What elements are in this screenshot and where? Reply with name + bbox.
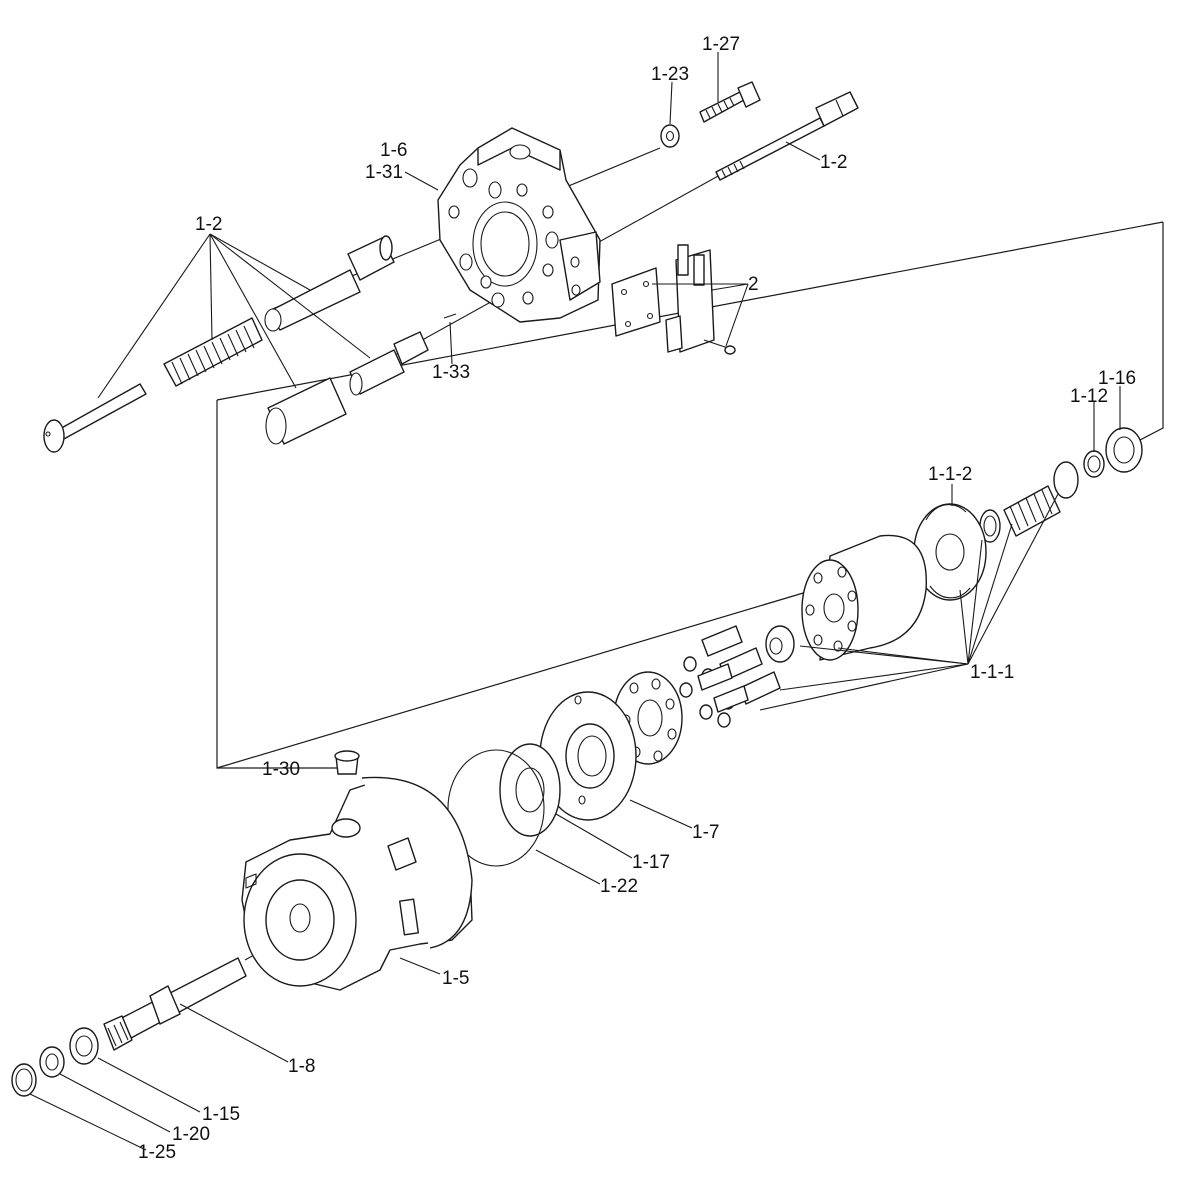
pin-1-33 bbox=[443, 313, 457, 319]
tie-rod-1-2 bbox=[715, 91, 859, 181]
label-1-23: 1-23 bbox=[651, 64, 689, 85]
label-1-20: 1-20 bbox=[172, 1124, 210, 1145]
label-1-5: 1-5 bbox=[442, 968, 469, 989]
bearing-1-15 bbox=[69, 1027, 99, 1065]
part-labels: 1-27 1-23 1-6 1-31 1-2 1-2 2 1-33 1-16 1… bbox=[138, 34, 1136, 1163]
flange-housing-1-6 bbox=[437, 127, 601, 323]
pistons bbox=[679, 625, 781, 728]
piston-lower bbox=[265, 377, 347, 445]
label-1-1-2: 1-1-2 bbox=[928, 464, 972, 485]
label-1-33: 1-33 bbox=[432, 362, 470, 383]
long-bolt-left bbox=[43, 383, 147, 453]
cylinder-block bbox=[801, 534, 927, 661]
label-1-30: 1-30 bbox=[262, 759, 300, 780]
valve-plate-1-1-2 bbox=[913, 503, 987, 601]
gasket-1-22 bbox=[447, 749, 545, 867]
bolt-1-27 bbox=[699, 81, 761, 123]
plug-1-30 bbox=[334, 750, 360, 775]
disc-spring bbox=[1053, 461, 1079, 499]
spring bbox=[163, 317, 263, 387]
ring-1-20 bbox=[39, 1046, 65, 1078]
label-1-16: 1-16 bbox=[1098, 368, 1136, 389]
sleeve-upper bbox=[264, 235, 395, 332]
label-1-22: 1-22 bbox=[600, 876, 638, 897]
label-1-25: 1-25 bbox=[138, 1142, 176, 1163]
label-1-2-top: 1-2 bbox=[820, 152, 847, 173]
pump-casing-1-5 bbox=[241, 776, 473, 991]
drive-shaft-1-8 bbox=[103, 957, 247, 1051]
assembly-frame-lower-diagonal bbox=[216, 587, 821, 769]
label-1-7: 1-7 bbox=[692, 822, 719, 843]
label-1-12: 1-12 bbox=[1070, 386, 1108, 407]
leader-lines bbox=[29, 52, 1121, 1151]
label-1-1-1: 1-1-1 bbox=[970, 662, 1014, 683]
snap-ring-1-25 bbox=[11, 1063, 37, 1097]
label-1-17: 1-17 bbox=[632, 852, 670, 873]
center-spring bbox=[1003, 485, 1061, 537]
snap-ring bbox=[979, 509, 1001, 543]
assembly-frame-right bbox=[1139, 222, 1164, 441]
bearing-1-16 bbox=[1105, 427, 1143, 473]
label-1-2-left: 1-2 bbox=[195, 214, 222, 235]
label-1-8: 1-8 bbox=[288, 1056, 315, 1077]
label-1-31: 1-31 bbox=[365, 162, 403, 183]
thrust-plate-1-17 bbox=[499, 743, 561, 837]
ring-1-12 bbox=[1083, 450, 1105, 478]
label-1-15: 1-15 bbox=[202, 1104, 240, 1125]
label-2: 2 bbox=[748, 274, 759, 295]
label-1-6: 1-6 bbox=[380, 140, 407, 161]
spool-pin bbox=[349, 331, 429, 396]
swash-plate-1-7 bbox=[539, 691, 637, 821]
valve-assembly-2 bbox=[611, 244, 736, 355]
label-1-27: 1-27 bbox=[702, 34, 740, 55]
washer-1-23 bbox=[660, 124, 680, 148]
assembly-frame-line bbox=[216, 400, 340, 769]
spherical-bushing bbox=[765, 625, 795, 663]
